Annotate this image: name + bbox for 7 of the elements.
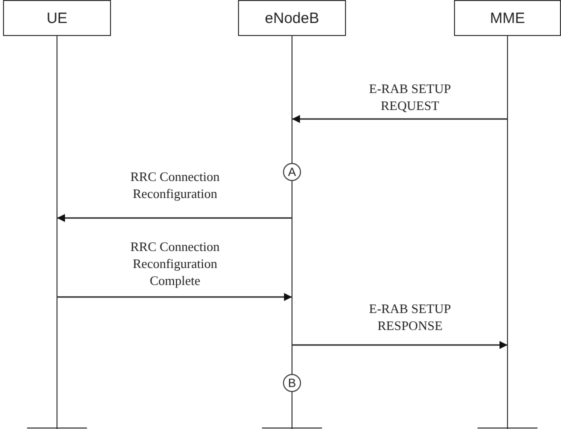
message-arrow: [57, 214, 292, 222]
message-arrow: [292, 115, 508, 123]
message-arrow: [57, 293, 292, 301]
entity-box: MME: [454, 0, 561, 36]
entity-box: eNodeB: [238, 0, 346, 36]
message-arrow: [292, 341, 508, 349]
entity-box: UE: [3, 0, 111, 36]
